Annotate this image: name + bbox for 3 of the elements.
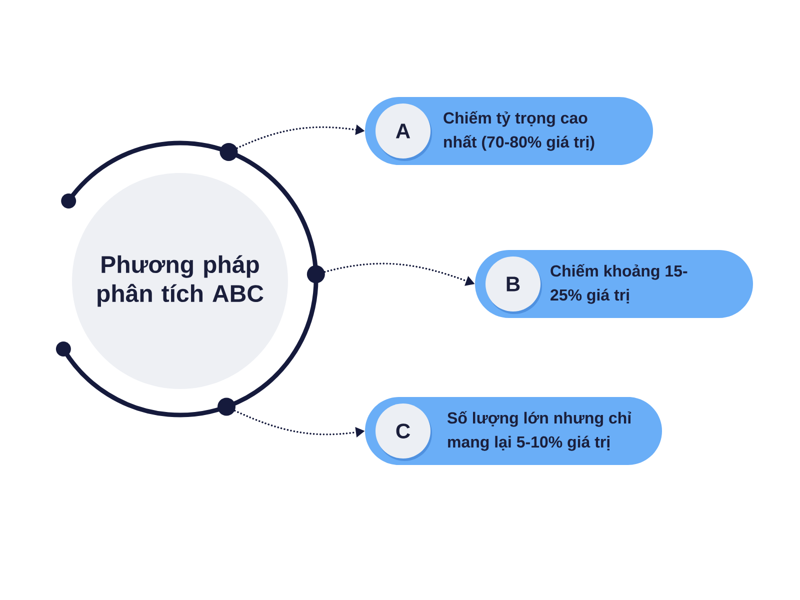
- ring-dot: [218, 398, 236, 416]
- ring-dot: [306, 265, 325, 284]
- ring-dot: [220, 143, 238, 162]
